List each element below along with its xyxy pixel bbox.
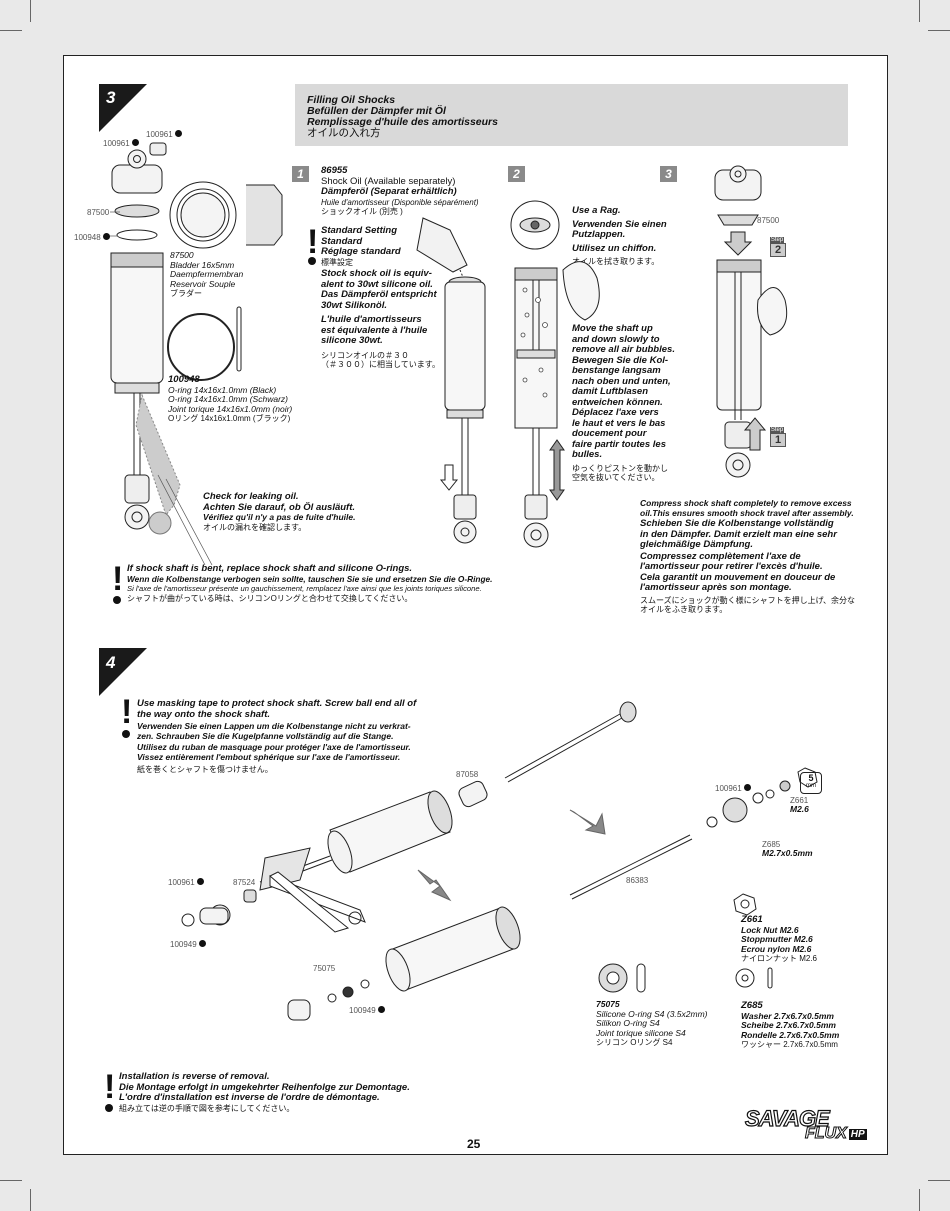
warning-dot xyxy=(122,730,130,738)
part-label-87500: 87500 xyxy=(757,216,780,225)
warning-icon: ! xyxy=(112,560,124,598)
standard-setting-caption: Standard Setting Standard Réglage standa… xyxy=(321,225,440,369)
part-label-100961: 100961 xyxy=(146,130,182,139)
part-label-z685: Z685 xyxy=(762,840,781,849)
part-label-100961: 100961 xyxy=(715,784,751,793)
savage-flux-logo: SAVAGE FLUX HP xyxy=(744,1106,867,1142)
bleed-illustration xyxy=(510,200,600,548)
warning-dot xyxy=(308,257,316,265)
warning-icon: ! xyxy=(307,223,319,261)
silicone-oring-caption: 75075 Silicone O-ring S4 (3.5x2mm) Silik… xyxy=(596,999,708,1047)
installation-note: Installation is reverse of removal. Die … xyxy=(119,1071,410,1113)
sub-step-1-badge: 1 xyxy=(292,166,309,182)
part-label-m27: M2.7x0.5mm xyxy=(762,848,813,858)
oil-filling-illustration xyxy=(416,217,486,544)
step-3-title: Filling Oil Shocks Befüllen der Dämpfer … xyxy=(307,94,498,139)
crop-mark xyxy=(30,0,31,22)
step-3-header xyxy=(295,84,848,146)
move-shaft-caption: Move the shaft up and down slowly to rem… xyxy=(572,323,675,482)
step-4-marker xyxy=(99,648,147,696)
leak-check-caption: Check for leaking oil. Achten Sie darauf… xyxy=(203,491,356,532)
warning-icon: ! xyxy=(121,693,133,731)
part-label-75075: 75075 xyxy=(313,964,336,973)
sub-step-3-badge: 3 xyxy=(660,166,677,182)
part-label-87524: 87524 xyxy=(233,878,256,887)
part-label-87058: 87058 xyxy=(456,770,479,779)
lock-nut-caption: Z661 Lock Nut M2.6 Stoppmutter M2.6 Ecro… xyxy=(741,914,818,963)
sub-step-2-badge: 2 xyxy=(508,166,525,182)
bent-shaft-warning: If shock shaft is bent, replace shock sh… xyxy=(127,563,493,603)
part-label-86383: 86383 xyxy=(626,876,649,885)
part-label-m26: M2.6 xyxy=(790,804,809,814)
part-label-100961: 100961 xyxy=(103,139,139,148)
bladder-caption: 87500 Bladder 16x5mm Daempfermembran Res… xyxy=(170,250,244,298)
crop-mark xyxy=(928,1180,950,1181)
part-label-100961: 100961 xyxy=(168,878,204,887)
compress-caption: Compress shock shaft completely to remov… xyxy=(640,498,856,614)
part-label-100949: 100949 xyxy=(170,940,206,949)
shaft-disassembly-illustration xyxy=(181,701,818,1021)
warning-dot xyxy=(105,1104,113,1112)
warning-icon: ! xyxy=(104,1068,116,1106)
use-rag-caption: Use a Rag. Verwenden Sie einen Putzlappe… xyxy=(572,205,667,266)
step-2-tag: Step 2 xyxy=(770,237,786,257)
page-number: 25 xyxy=(467,1137,481,1151)
crop-mark xyxy=(0,30,22,31)
crop-mark xyxy=(30,1189,31,1211)
shock-oil-caption: 86955 Shock Oil (Available separately) D… xyxy=(321,165,479,216)
step-1-tag: Step 1 xyxy=(770,427,786,447)
washer-caption: Z685 Washer 2.7x6.7x0.5mm Scheibe 2.7x6.… xyxy=(741,1000,840,1049)
crop-mark xyxy=(919,0,920,22)
step-3-number: 3 xyxy=(106,88,116,107)
wrench-size-icon: 5 mm xyxy=(800,772,822,794)
manual-page xyxy=(63,55,888,1155)
step-3-marker xyxy=(99,84,147,132)
warning-dot xyxy=(113,596,121,604)
oring-caption: 100948 O-ring 14x16x1.0mm (Black) O-ring… xyxy=(168,374,293,423)
step-4-number: 4 xyxy=(106,653,116,672)
crop-mark xyxy=(919,1189,920,1211)
part-label-87500: 87500 xyxy=(87,208,110,217)
part-label-100949: 100949 xyxy=(349,1006,385,1015)
part-label-z661: Z661 xyxy=(790,796,809,805)
crop-mark xyxy=(0,1180,22,1181)
hardware-callouts xyxy=(598,893,773,993)
masking-tape-caption: Use masking tape to protect shock shaft.… xyxy=(137,698,417,774)
crop-mark xyxy=(928,30,950,31)
exploded-shock-illustration xyxy=(108,142,283,566)
compress-illustration xyxy=(714,165,788,478)
part-label-100948: 100948 xyxy=(74,233,110,242)
